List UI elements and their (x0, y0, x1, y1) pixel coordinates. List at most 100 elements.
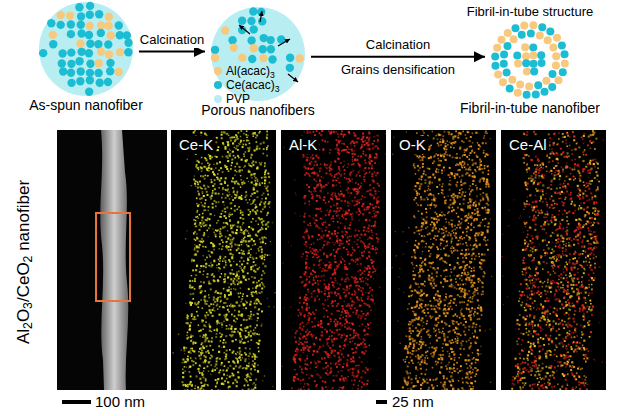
map-pixel (243, 253, 245, 255)
particle-dot (268, 55, 276, 63)
map-pixel (239, 143, 241, 145)
map-pixel (245, 367, 247, 369)
map-pixel (254, 387, 256, 389)
map-pixel (224, 294, 226, 296)
map-pixel (343, 247, 344, 248)
map-pixel (198, 169, 199, 170)
map-pixel (251, 368, 252, 369)
map-pixel (237, 371, 239, 373)
map-pixel (212, 171, 214, 173)
map-pixel (235, 328, 237, 330)
map-pixel (191, 261, 192, 262)
map-pixel (242, 271, 244, 273)
map-pixel (224, 307, 225, 308)
map-pixel (191, 302, 193, 304)
map-pixel (186, 367, 187, 368)
map-pixel (197, 386, 199, 388)
map-pixel (258, 334, 260, 336)
map-pixel (232, 254, 234, 256)
map-pixel (261, 282, 263, 284)
map-pixel (201, 170, 203, 172)
map-pixel (232, 306, 234, 308)
map-pixel (203, 265, 205, 267)
map-pixel (343, 149, 345, 151)
map-pixel (199, 335, 201, 337)
map-pixel (266, 155, 268, 157)
map-pixel (224, 380, 226, 382)
map-pixel (219, 237, 220, 238)
map-pixel (212, 243, 214, 245)
map-pixel (214, 301, 216, 303)
map-pixel (264, 162, 266, 164)
map-pixel (324, 140, 326, 142)
map-pixel (231, 243, 233, 245)
map-pixel (198, 193, 200, 195)
particle-dot (104, 22, 112, 30)
map-pixel (210, 158, 212, 160)
map-pixel (199, 365, 201, 367)
map-pixel (192, 364, 194, 366)
map-pixel (201, 167, 203, 169)
map-pixel (242, 212, 243, 213)
map-pixel (225, 177, 227, 179)
map-pixel (235, 275, 237, 277)
map-pixel (243, 267, 245, 269)
map-pixel (200, 366, 201, 367)
map-pixel (264, 254, 266, 256)
map-pixel (195, 269, 197, 271)
map-pixel (217, 177, 218, 178)
particle-dot (124, 39, 132, 47)
particle-dot (67, 68, 75, 76)
map-pixel (254, 192, 256, 194)
map-pixel (260, 278, 262, 280)
gas-escape-arrow (278, 39, 290, 46)
map-pixel (232, 187, 234, 189)
map-pixel (230, 264, 232, 266)
map-pixel (242, 182, 244, 184)
map-pixel (217, 279, 219, 281)
map-pixel (194, 388, 196, 390)
map-pixel (214, 200, 216, 202)
map-pixel (306, 341, 308, 343)
map-pixel (351, 150, 353, 152)
map-pixel (195, 239, 197, 241)
map-pixel (195, 216, 197, 218)
map-pixel (212, 315, 214, 317)
map-pixel (222, 369, 224, 371)
map-pixel (210, 262, 211, 263)
map-pixel (260, 211, 261, 212)
map-pixel (231, 162, 233, 164)
map-pixel (237, 283, 239, 285)
map-pixel (237, 226, 239, 228)
map-pixel (224, 278, 226, 280)
map-pixel (246, 381, 248, 383)
map-pixel (234, 210, 236, 212)
map-pixel (243, 234, 244, 235)
map-pixel (209, 256, 211, 258)
particle-dot (116, 48, 124, 56)
map-pixel (234, 310, 236, 312)
map-pixel (215, 205, 217, 207)
map-pixel (238, 377, 240, 379)
map-pixel (204, 303, 206, 305)
map-pixel (239, 261, 241, 263)
map-pixel (257, 370, 259, 372)
map-pixel (218, 280, 220, 282)
map-pixel (191, 313, 193, 315)
map-pixel (228, 249, 230, 251)
map-pixel (197, 246, 199, 248)
map-pixel (208, 340, 210, 342)
map-pixel (189, 371, 191, 373)
map-pixel (212, 369, 213, 370)
gas-escape-arrow (239, 25, 250, 34)
map-pixel (265, 176, 267, 178)
map-pixel (349, 236, 351, 238)
map-pixel (221, 239, 223, 241)
map-pixel (202, 175, 204, 177)
map-pixel (213, 296, 215, 298)
map-pixel (212, 203, 214, 205)
map-pixel (224, 146, 226, 148)
map-pixel (251, 177, 252, 178)
map-pixel (347, 354, 349, 356)
particle-dot (97, 48, 105, 56)
